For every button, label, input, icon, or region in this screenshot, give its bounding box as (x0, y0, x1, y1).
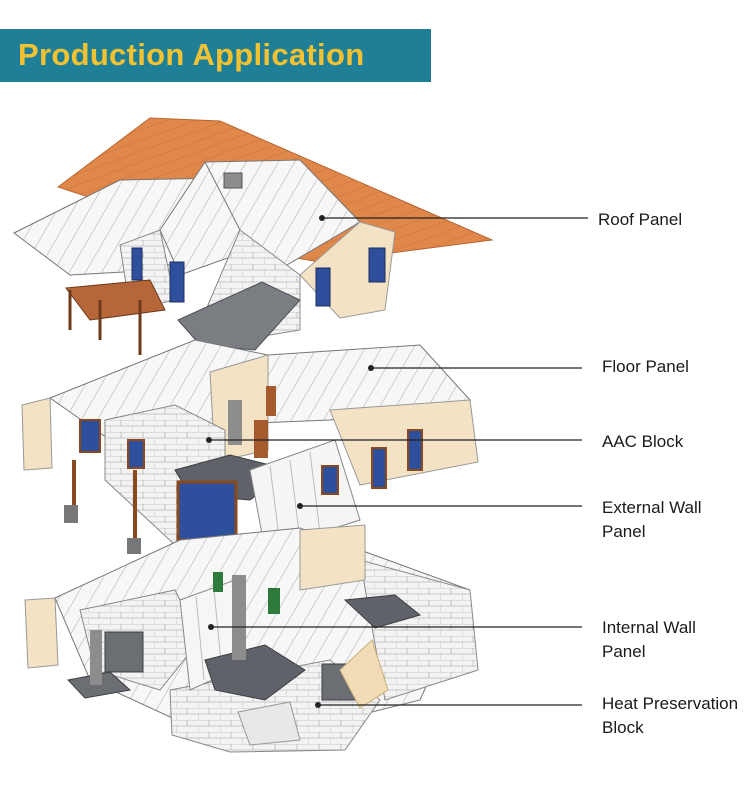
label-roof-panel: Roof Panel (598, 210, 683, 229)
label-floor-panel: Floor Panel (602, 357, 689, 376)
label-heat-preservation-block-line2: Block (602, 718, 644, 737)
label-external-wall-panel-line2: Panel (602, 522, 646, 541)
label-heat-preservation-block-line1: Heat Preservation (602, 694, 739, 713)
label-external-wall-panel-line1: External Wall (602, 498, 702, 517)
page-title: Production Application (18, 37, 365, 72)
roof-level (13, 117, 494, 355)
label-internal-wall-panel-line1: Internal Wall (602, 618, 696, 637)
label-aac-block: AAC Block (602, 432, 684, 451)
ground-level (24, 524, 479, 753)
middle-level (21, 339, 479, 554)
title-banner: Production Application (0, 29, 431, 82)
callout-lines (206, 215, 588, 708)
label-internal-wall-panel-line2: Panel (602, 642, 646, 661)
